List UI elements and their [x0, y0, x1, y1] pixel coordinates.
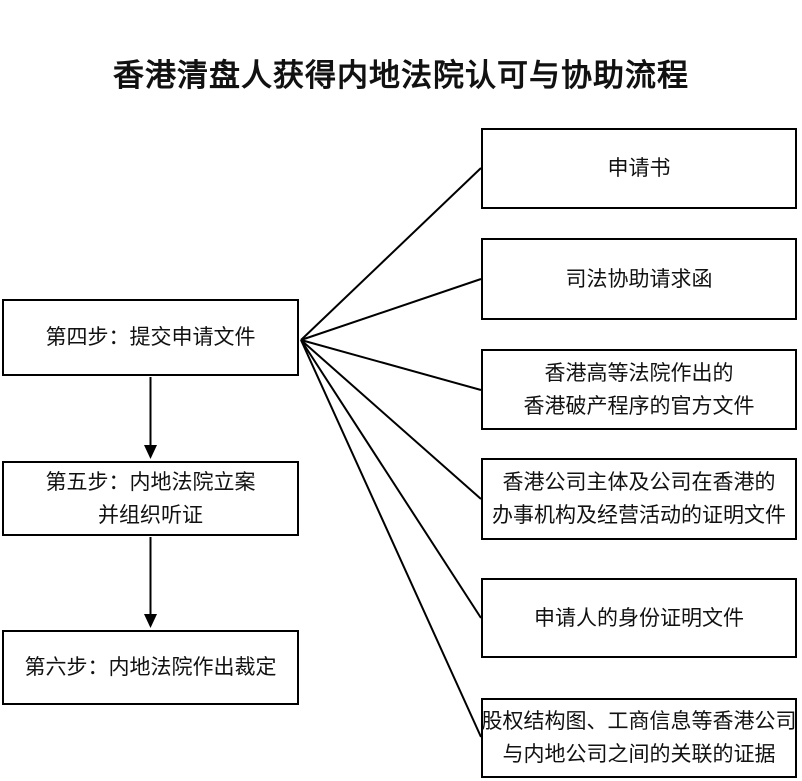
document-label-line2: 办事机构及经营活动的证明文件	[492, 503, 786, 527]
connector-step4-doc1	[300, 278, 482, 341]
flow-step-4-box: 第四步：提交申请文件	[2, 299, 299, 376]
document-box-hk-company-proof: 香港公司主体及公司在香港的 办事机构及经营活动的证明文件	[481, 458, 797, 540]
arrowhead-step6	[144, 614, 157, 628]
document-label-line1: 香港公司主体及公司在香港的	[502, 470, 776, 495]
document-box-association-evidence: 股权结构图、工商信息等香港公司 与内地公司之间的关联的证据	[481, 698, 797, 778]
document-label-line2: 与内地公司之间的关联的证据	[502, 742, 776, 766]
connector-step4-doc2	[300, 339, 482, 391]
document-box-hk-high-court-documents: 香港高等法院作出的 香港破产程序的官方文件	[481, 349, 797, 430]
connector-step4-doc5	[300, 339, 482, 738]
connector-step4-doc3	[300, 339, 482, 500]
document-label-line1: 股权结构图、工商信息等香港公司	[481, 709, 797, 734]
document-label-line2: 香港破产程序的官方文件	[523, 393, 755, 418]
flow-step-6-label: 第六步：内地法院作出裁定	[24, 655, 277, 680]
flow-step-5-label-line2: 并组织听证	[98, 502, 203, 527]
flow-step-6-box: 第六步：内地法院作出裁定	[2, 630, 299, 705]
flow-step-5-label-line1: 第五步：内地法院立案	[45, 469, 256, 494]
flow-step-4-label: 第四步：提交申请文件	[45, 325, 256, 350]
document-label: 司法协助请求函	[565, 266, 713, 291]
document-label: 申请人的身份证明文件	[534, 605, 744, 630]
arrowhead-step5	[144, 445, 157, 459]
connector-step4-doc0	[300, 167, 482, 341]
flow-step-5-box: 第五步：内地法院立案 并组织听证	[2, 461, 299, 536]
document-label-line1: 香港高等法院作出的	[544, 360, 734, 385]
connector-step4-doc4	[300, 339, 482, 619]
document-box-applicant-identity: 申请人的身份证明文件	[481, 578, 797, 658]
document-box-judicial-assistance-request: 司法协助请求函	[481, 238, 797, 320]
document-box-application-letter: 申请书	[481, 128, 797, 209]
document-label: 申请书	[607, 156, 671, 181]
page-title: 香港清盘人获得内地法院认可与协助流程	[113, 58, 689, 94]
